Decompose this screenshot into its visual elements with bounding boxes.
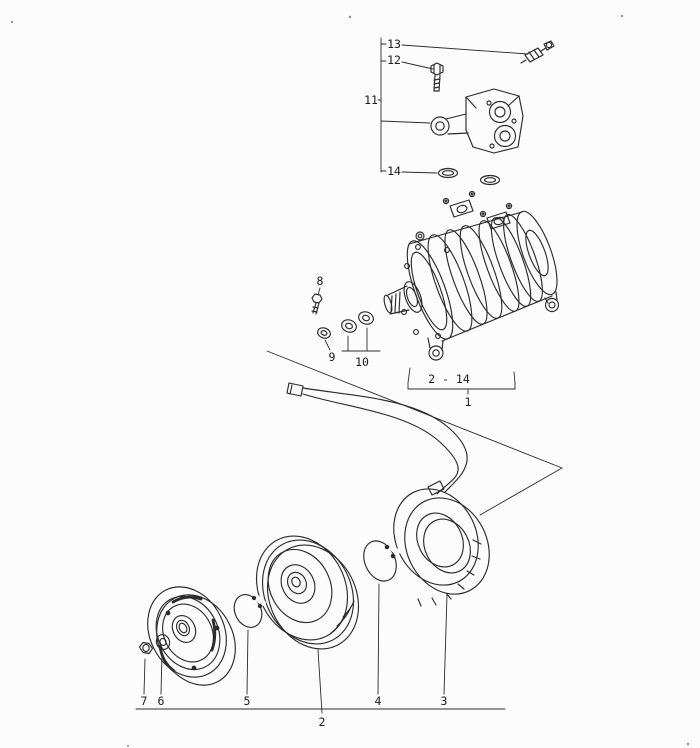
part-label-10: 10 bbox=[355, 355, 369, 369]
part-label-9: 9 bbox=[329, 350, 336, 364]
pulley-2 bbox=[255, 535, 360, 650]
part-label-1: 1 bbox=[465, 395, 472, 409]
part-label-5: 5 bbox=[244, 694, 251, 708]
manifold-bracket-11 bbox=[430, 88, 524, 154]
top-callout-lines bbox=[377, 37, 529, 174]
part-label-14: 14 bbox=[387, 164, 401, 178]
washer-9 bbox=[317, 327, 331, 351]
snap-ring-4 bbox=[363, 540, 400, 582]
part-label-7: 7 bbox=[141, 694, 148, 708]
seals-14 bbox=[437, 167, 501, 186]
compressor-body bbox=[383, 190, 560, 361]
part-label-range-2-14: 2 - 14 bbox=[428, 372, 470, 386]
wiring-harness bbox=[286, 382, 468, 496]
bolt-8 bbox=[311, 287, 323, 315]
washers-10 bbox=[341, 311, 381, 352]
part-label-2: 2 bbox=[319, 715, 326, 729]
projection-lines bbox=[266, 350, 563, 516]
sensor-13 bbox=[520, 40, 555, 64]
bottom-callout-lines bbox=[135, 583, 506, 714]
bolt-12 bbox=[430, 62, 444, 92]
part-label-3: 3 bbox=[441, 694, 448, 708]
part-label-13: 13 bbox=[387, 37, 401, 51]
part-label-6: 6 bbox=[158, 694, 165, 708]
part-labels: 13 12 11 14 8 9 10 2 - 14 1 7 6 5 4 3 2 bbox=[141, 37, 472, 729]
assembly-callout-bracket bbox=[407, 367, 516, 395]
scan-specks bbox=[10, 14, 690, 747]
part-label-4: 4 bbox=[375, 694, 382, 708]
drawing bbox=[10, 14, 690, 747]
nut-7 bbox=[138, 641, 154, 655]
field-coil-3 bbox=[393, 488, 490, 607]
part-label-11: 11 bbox=[364, 93, 378, 107]
part-label-12: 12 bbox=[387, 53, 401, 67]
washer-6 bbox=[155, 634, 171, 650]
part-label-8: 8 bbox=[317, 274, 324, 288]
snap-ring-5 bbox=[233, 594, 266, 628]
